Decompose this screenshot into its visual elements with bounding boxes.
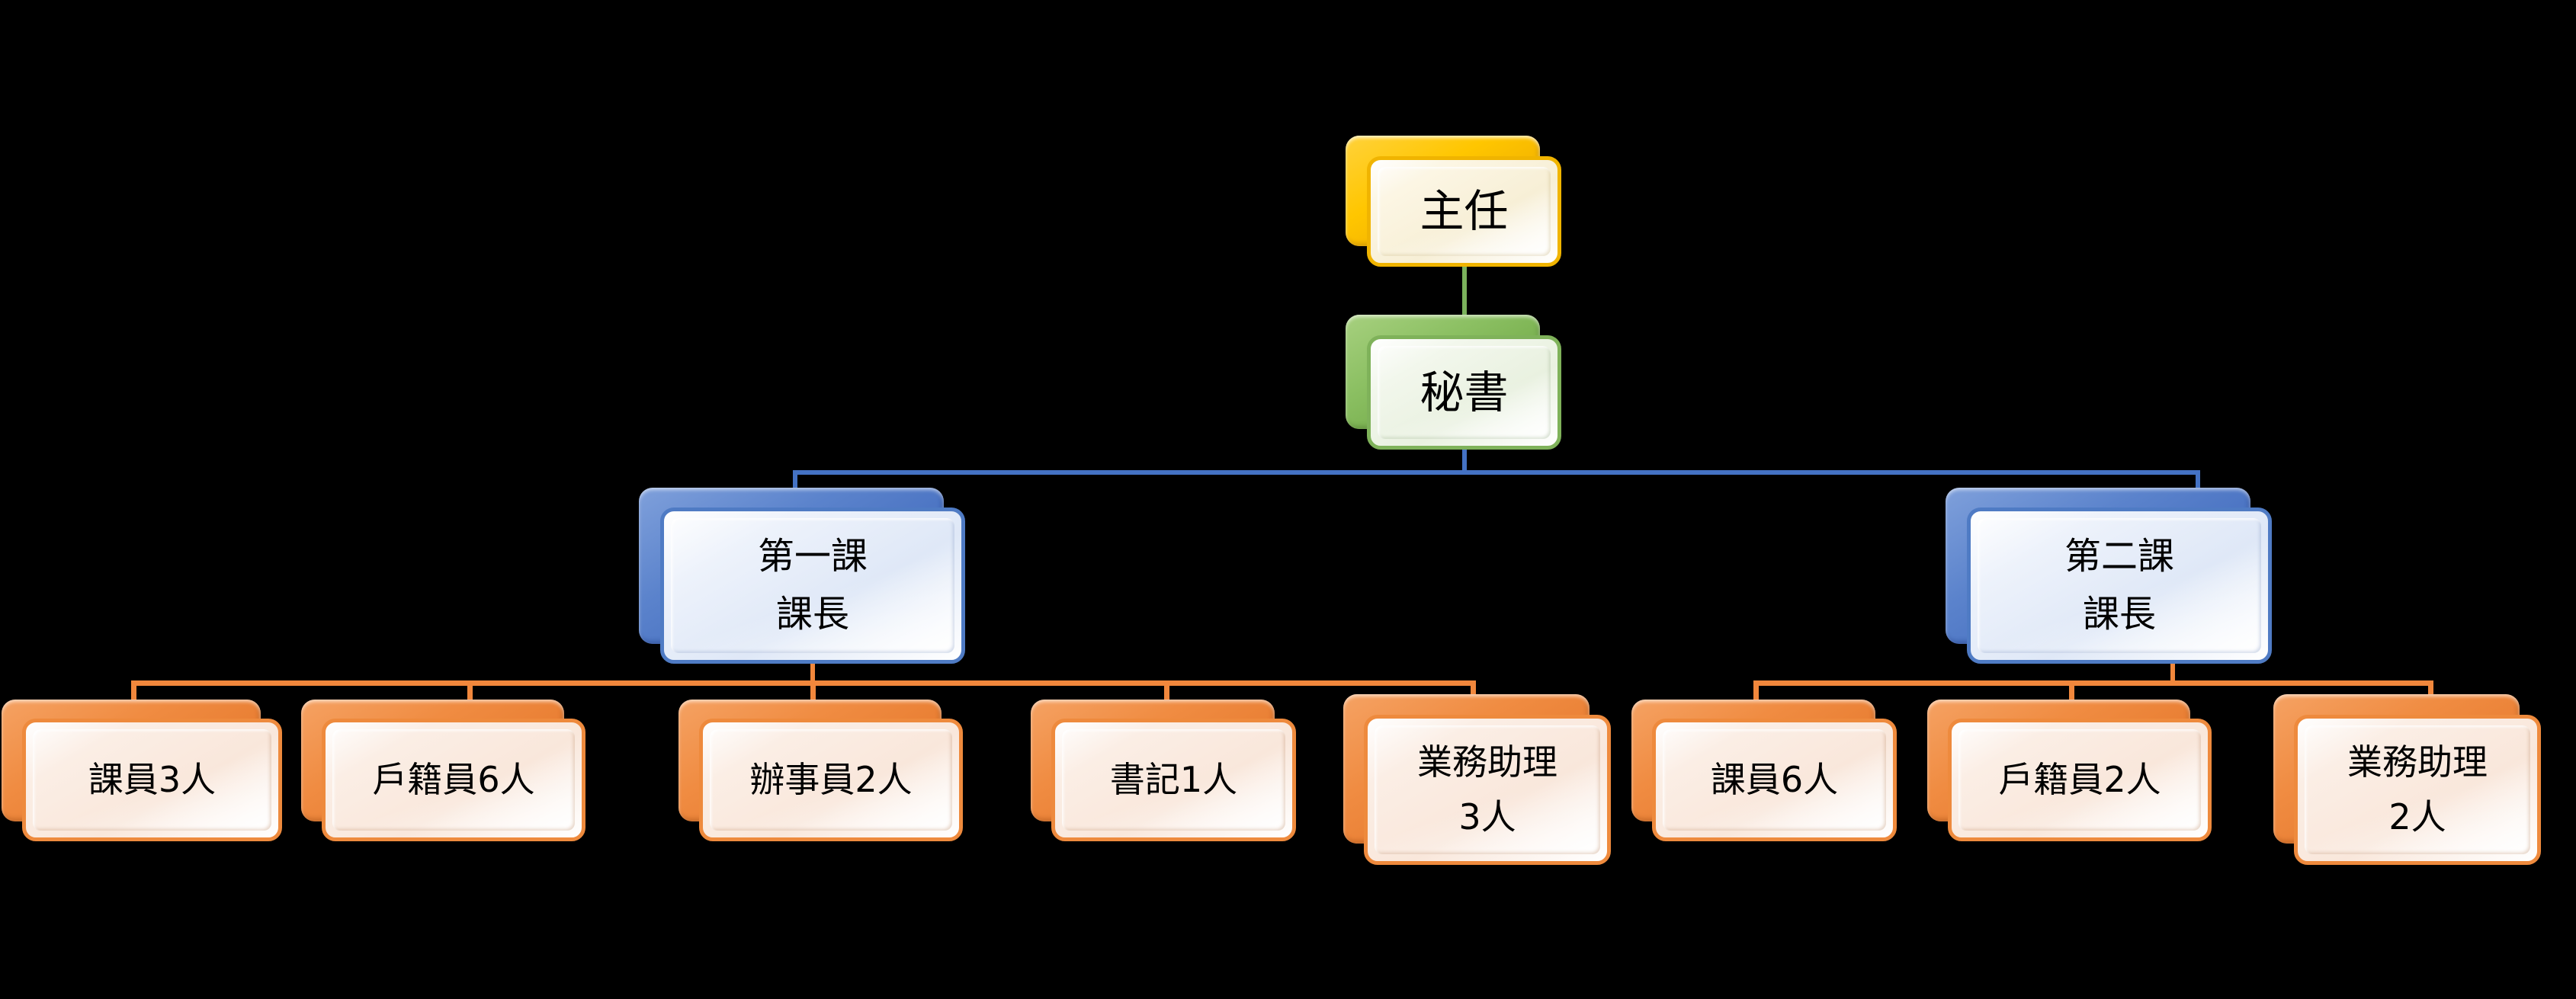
node-staff-section1-0[interactable]: 課員3人 — [2, 700, 282, 841]
node-staff-section2-0[interactable]: 課員6人 — [1631, 700, 1897, 841]
node-director-label: 主任 — [1420, 185, 1509, 238]
connector-director-to-secretary — [1462, 265, 1467, 330]
node-staff-section2-1[interactable]: 戶籍員2人 — [1927, 700, 2212, 841]
node-staff-label-line1: 戶籍員6人 — [372, 758, 535, 800]
node-staff-label-line1: 課員6人 — [1710, 758, 1839, 800]
node-staff-label-line1: 業務助理 — [2347, 741, 2488, 783]
connector-drop-staff-3 — [810, 680, 816, 717]
node-staff-label-line1: 業務助理 — [1417, 741, 1557, 783]
node-staff-card[interactable]: 課員6人 — [1652, 719, 1897, 841]
node-secretary[interactable]: 秘書 — [1346, 315, 1561, 450]
node-staff-section1-3[interactable]: 書記1人 — [1031, 700, 1296, 841]
node-secretary-label: 秘書 — [1420, 366, 1509, 418]
connector-section2-stub — [2170, 664, 2175, 683]
node-staff-card[interactable]: 戶籍員2人 — [1948, 719, 2212, 841]
node-director[interactable]: 主任 — [1346, 136, 1561, 267]
node-section2-chief-card[interactable]: 第二課 課長 — [1967, 508, 2272, 664]
node-staff-label-line1: 辦事員2人 — [749, 758, 913, 800]
connector-drop-staff-7 — [2069, 680, 2074, 717]
node-section1-chief-label-line2: 課長 — [775, 592, 849, 636]
node-staff-label-line1: 書記1人 — [1109, 758, 1238, 800]
connector-blue-bus — [793, 470, 2200, 475]
node-secretary-card[interactable]: 秘書 — [1367, 335, 1561, 450]
node-section2-chief-label-line1: 第二課 — [2064, 534, 2174, 578]
node-director-card[interactable]: 主任 — [1367, 156, 1561, 267]
node-staff-section1-1[interactable]: 戶籍員6人 — [301, 700, 585, 841]
node-staff-section1-4[interactable]: 業務助理 3人 — [1343, 694, 1611, 865]
node-staff-card[interactable]: 課員3人 — [22, 719, 282, 841]
node-staff-section2-2[interactable]: 業務助理 2人 — [2273, 694, 2541, 865]
node-section1-chief-label-line1: 第一課 — [757, 534, 868, 578]
connector-drop-staff-8 — [2428, 680, 2433, 703]
node-staff-card[interactable]: 戶籍員6人 — [322, 719, 585, 841]
node-section2-chief-label-line2: 課長 — [2082, 592, 2156, 636]
connector-orange-bus-right — [1753, 680, 2433, 686]
connector-drop-staff-2 — [467, 680, 473, 717]
connector-drop-staff-4 — [1164, 680, 1169, 717]
connector-section1-stub — [810, 664, 815, 683]
node-section1-chief-card[interactable]: 第一課 課長 — [660, 508, 965, 664]
node-staff-label-line1: 戶籍員2人 — [1998, 758, 2161, 800]
connector-drop-staff-6 — [1753, 680, 1759, 717]
node-staff-section1-2[interactable]: 辦事員2人 — [678, 700, 963, 841]
connector-drop-staff-1 — [131, 680, 136, 717]
node-staff-card[interactable]: 業務助理 2人 — [2294, 715, 2541, 865]
node-staff-card[interactable]: 辦事員2人 — [699, 719, 963, 841]
node-staff-card[interactable]: 書記1人 — [1051, 719, 1296, 841]
node-staff-label-line2: 2人 — [2388, 796, 2446, 837]
node-staff-label-line2: 3人 — [1458, 796, 1516, 837]
node-section2-chief[interactable]: 第二課 課長 — [1946, 488, 2272, 664]
node-section1-chief[interactable]: 第一課 課長 — [639, 488, 965, 664]
connector-secretary-stub — [1462, 450, 1467, 472]
node-staff-card[interactable]: 業務助理 3人 — [1364, 715, 1611, 865]
node-staff-label-line1: 課員3人 — [88, 758, 217, 800]
connector-orange-bus-left — [131, 680, 1476, 686]
connector-drop-staff-5 — [1471, 680, 1476, 703]
